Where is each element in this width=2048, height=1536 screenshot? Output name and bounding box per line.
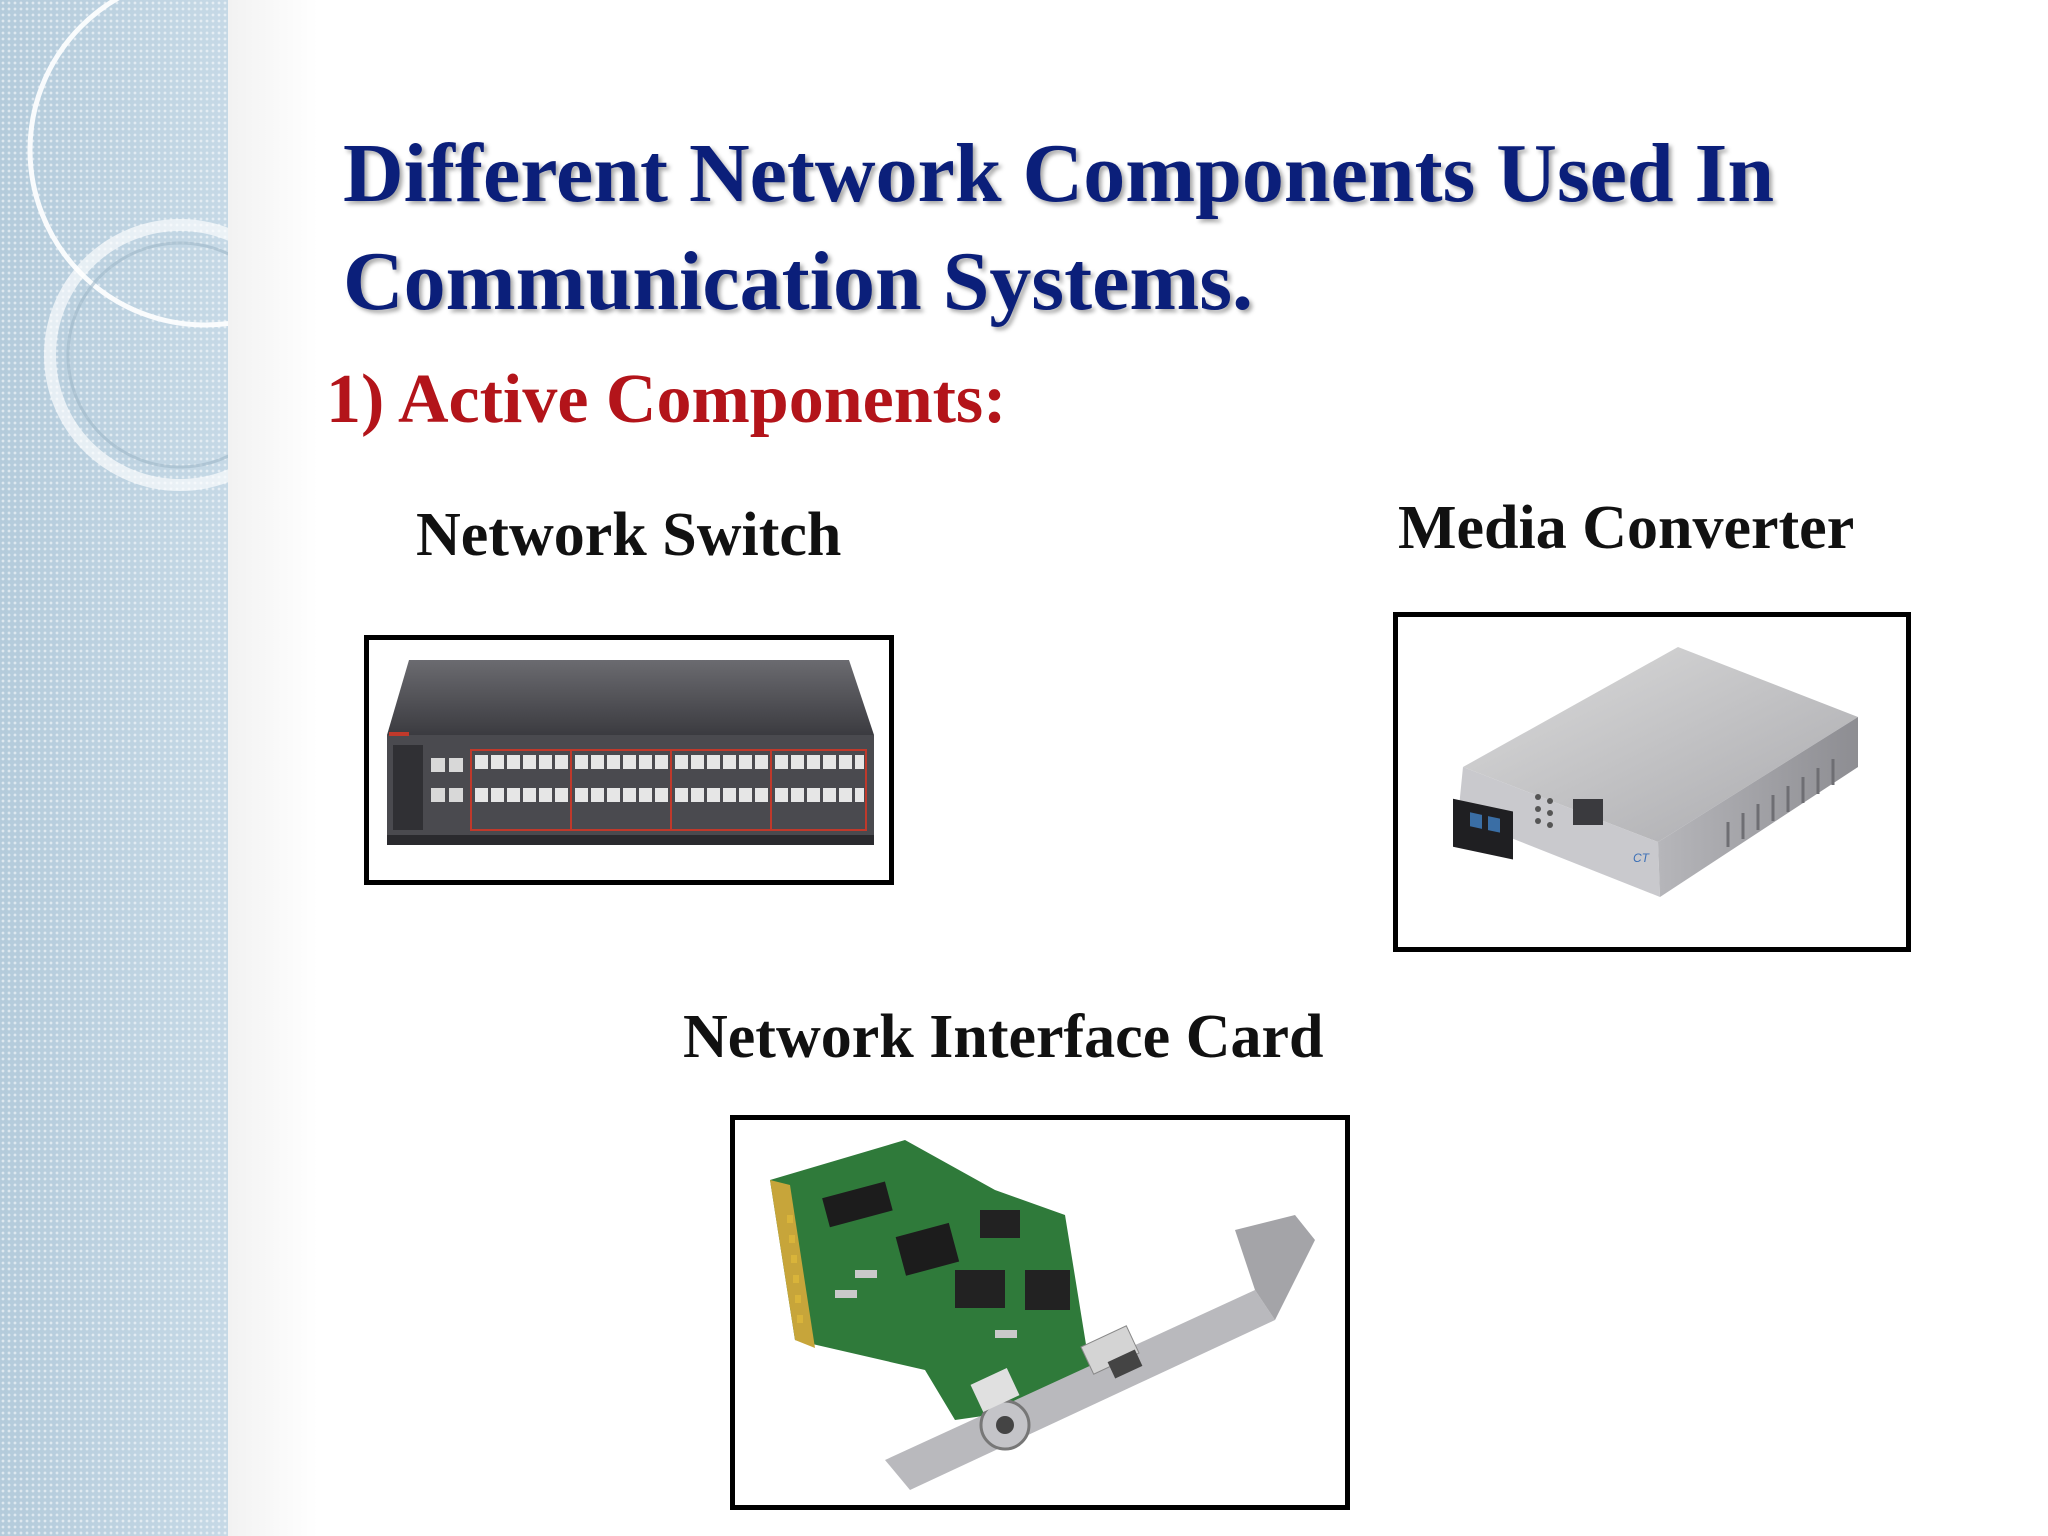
svg-text:CT: CT — [1633, 851, 1651, 865]
network-switch-label: Network Switch — [416, 501, 842, 569]
media-converter-icon: CT — [1453, 647, 1858, 897]
decorative-sidebar — [0, 0, 228, 1536]
network-switch-image — [364, 635, 894, 885]
media-converter-image: CT — [1393, 612, 1911, 952]
title-line-2: Communication Systems. — [343, 235, 1254, 328]
title-line-1: Different Network Components Used In — [343, 127, 1775, 220]
sidebar-fade — [228, 0, 318, 1536]
network-interface-card-icon — [770, 1140, 1315, 1490]
decorative-circles — [27, 0, 228, 491]
media-converter-label: Media Converter — [1398, 494, 1855, 562]
section-heading: 1) Active Components: — [326, 361, 1007, 438]
network-interface-card-image — [730, 1115, 1350, 1510]
network-switch-icon — [387, 660, 874, 845]
network-interface-card-label: Network Interface Card — [683, 1003, 1324, 1071]
slide-title: Different Network Components Used In Com… — [343, 120, 1774, 336]
